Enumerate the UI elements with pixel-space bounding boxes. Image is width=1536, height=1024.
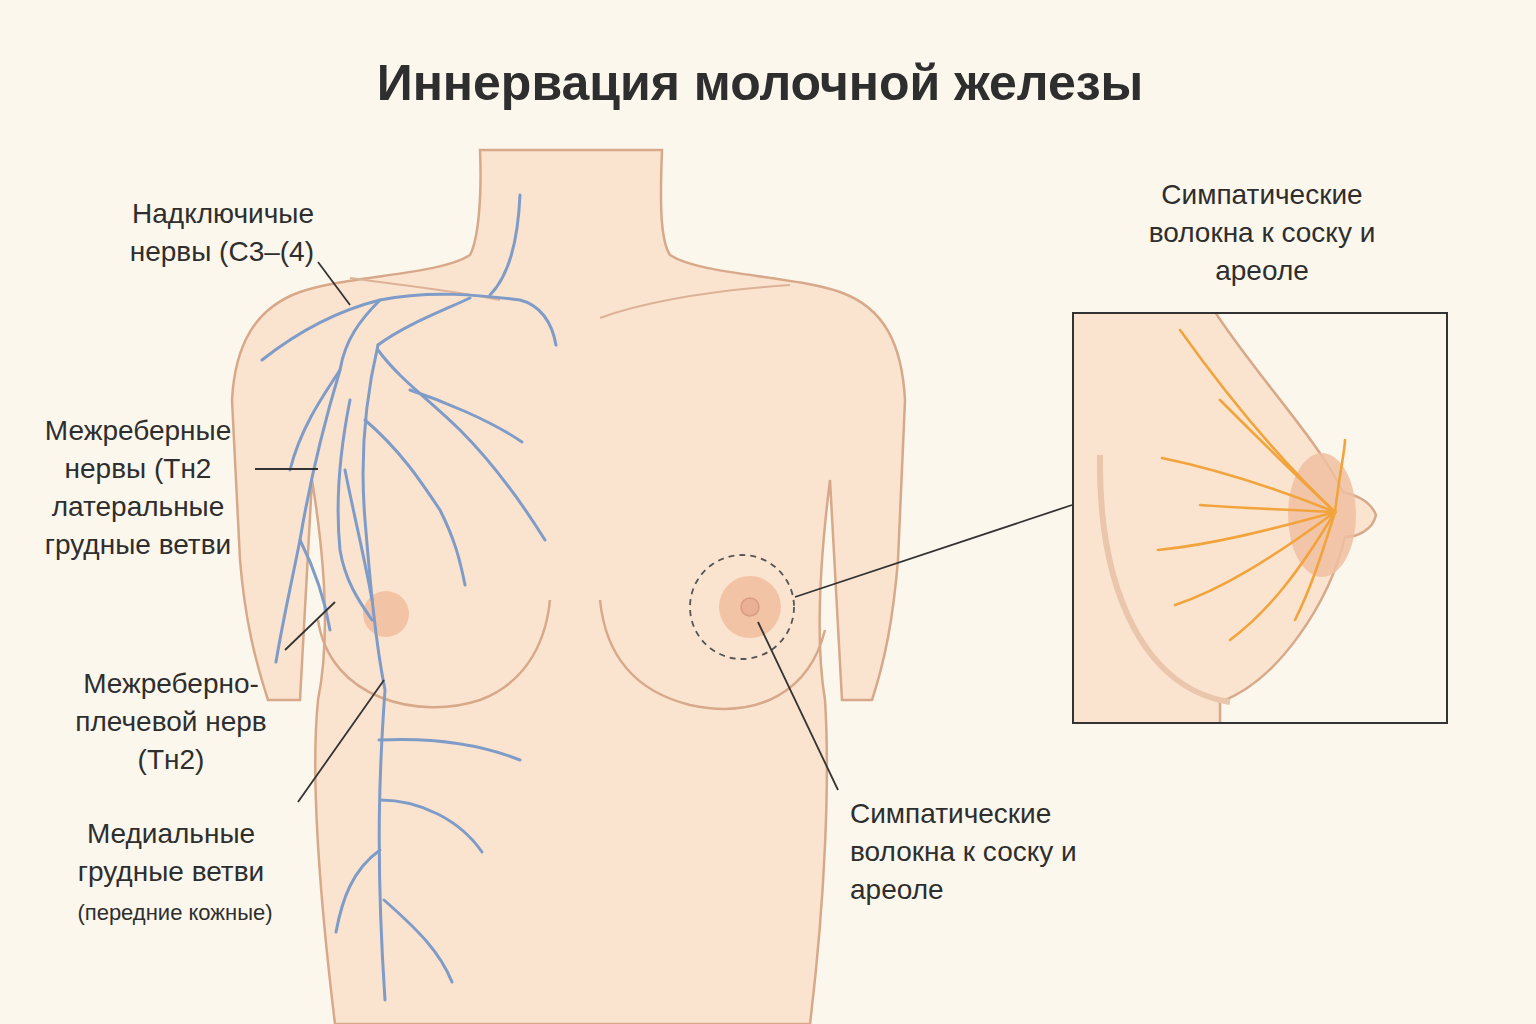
zoom-circle xyxy=(690,555,794,659)
diagram-title: Иннервация молочной железы xyxy=(0,52,1536,114)
label-note: (передние кожные) xyxy=(30,898,320,928)
torso-silhouette xyxy=(232,150,905,1024)
leader-lines xyxy=(255,262,1072,802)
clavicle xyxy=(600,285,790,318)
nipple xyxy=(741,598,759,616)
areola xyxy=(719,576,781,638)
nerve-label: Симпатические волокна к соску и ареоле xyxy=(850,795,1100,909)
nerve-label: Межреберно-плечевой нерв (Тн2) xyxy=(46,665,296,779)
inset-breast xyxy=(1072,312,1448,724)
areola xyxy=(363,591,409,637)
nerve-label: Надключичые нервы (С3–(4) xyxy=(82,195,314,271)
breast-outline xyxy=(318,600,550,707)
nerve-label: Медиальные грудные ветви xyxy=(40,815,302,891)
nerves xyxy=(262,195,556,1000)
inset-box: Симпатические волокна к соску и ареоле xyxy=(1072,312,1448,724)
nerve-label: Межреберные нервы (Тн2 латеральные грудн… xyxy=(18,412,258,564)
inset-heading: Симпатические волокна к соску и ареоле xyxy=(1107,176,1417,290)
